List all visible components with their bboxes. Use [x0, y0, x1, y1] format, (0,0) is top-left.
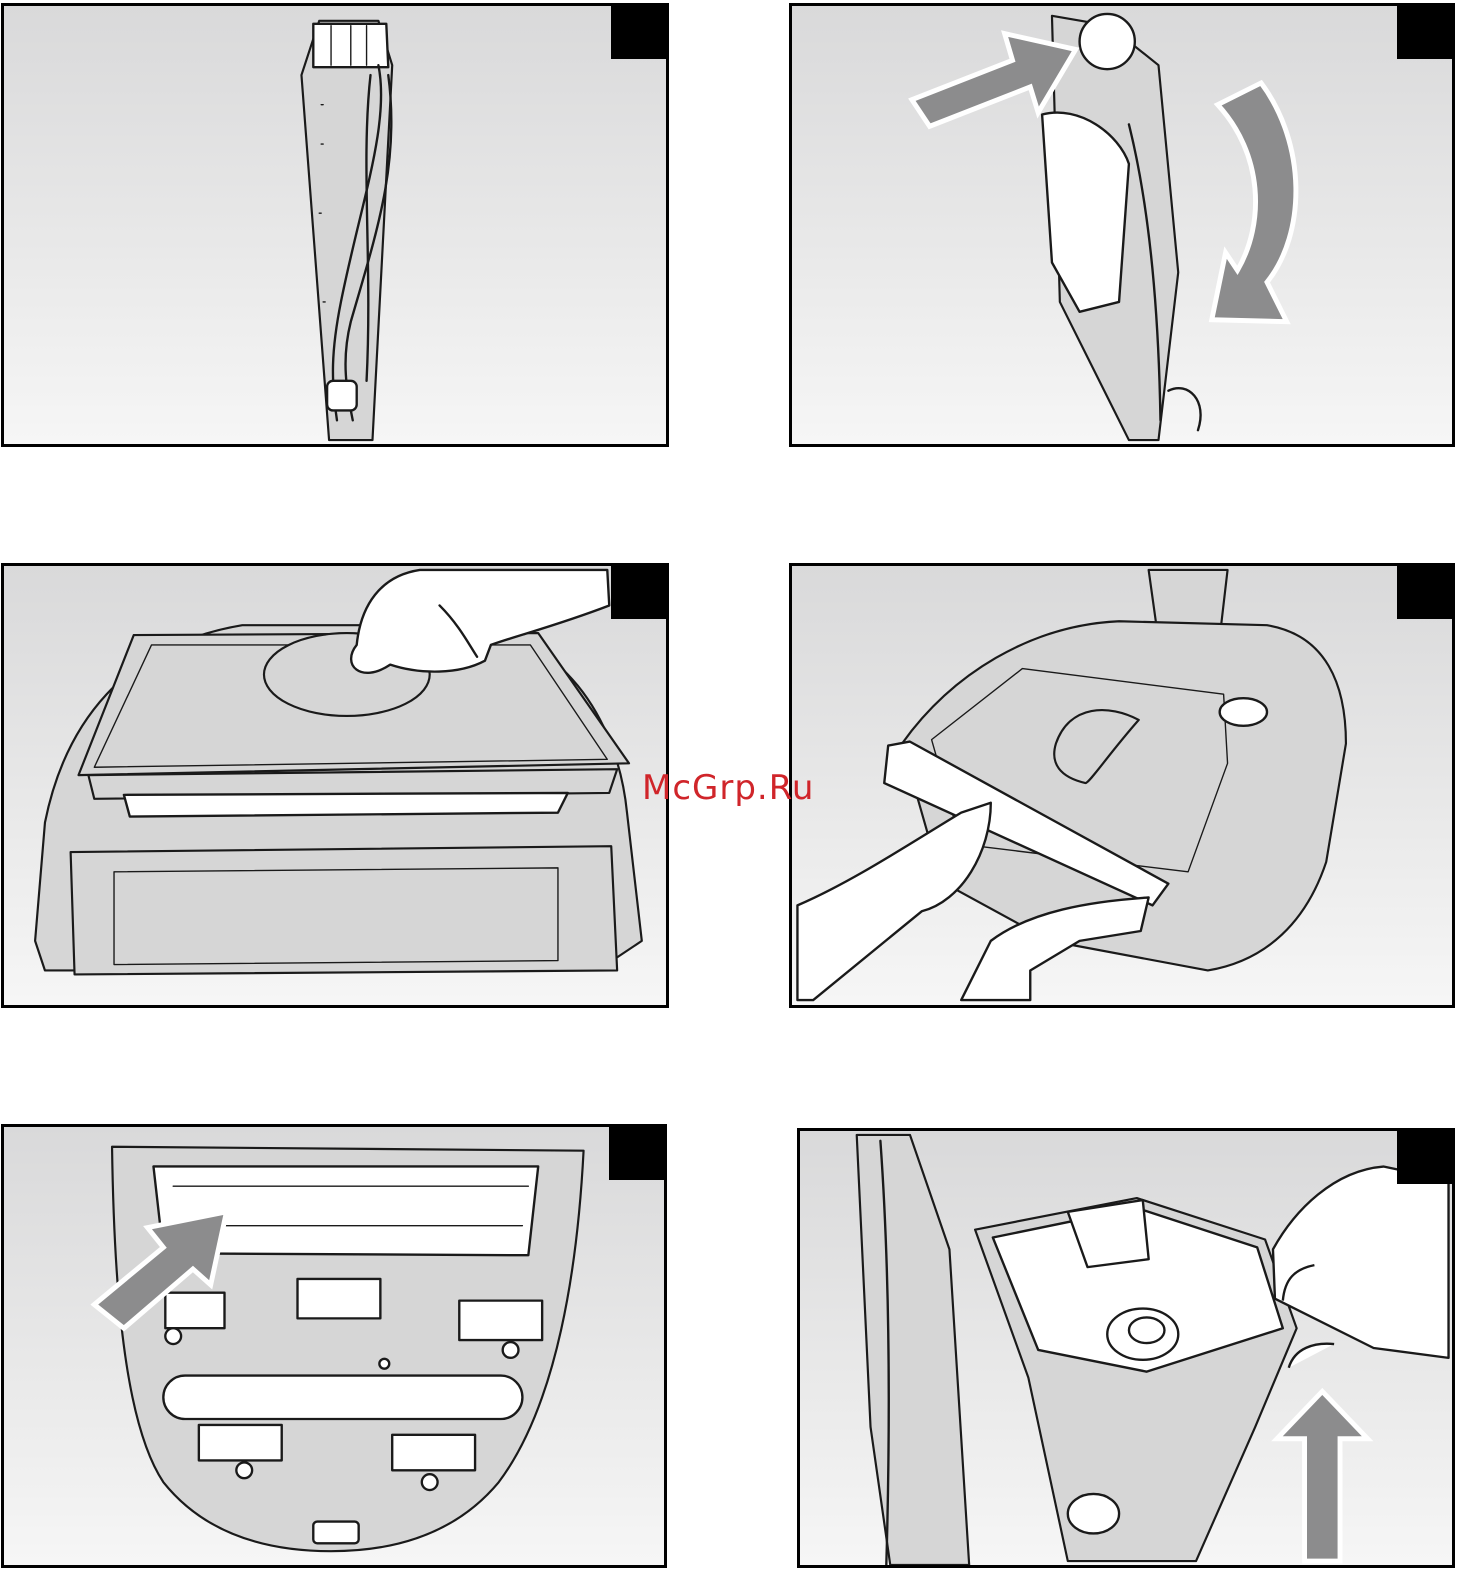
illustration-lift-container — [800, 1131, 1452, 1565]
panel-4-step-tab — [1397, 565, 1453, 619]
panel-3-step-tab — [611, 565, 667, 619]
panel-2-release-handle — [789, 3, 1455, 447]
illustration-remove-cover — [792, 566, 1452, 1005]
panel-1-step-tab — [611, 5, 667, 59]
panel-1-handle-cord — [1, 3, 669, 447]
panel-5-step-tab — [609, 1126, 665, 1180]
illustration-press-plate — [4, 566, 666, 1005]
illustration-brush-roll — [4, 1127, 664, 1565]
panel-6-lift-container — [797, 1128, 1455, 1568]
panel-3-press-plate — [1, 563, 669, 1008]
illustration-handle-cord — [4, 6, 666, 444]
watermark-text: McGrp.Ru — [642, 768, 814, 808]
panel-6-step-tab — [1397, 1130, 1453, 1184]
illustration-release-handle — [792, 6, 1452, 444]
panel-4-remove-cover — [789, 563, 1455, 1008]
panel-2-step-tab — [1397, 5, 1453, 59]
panel-5-brush-roll — [1, 1124, 667, 1568]
